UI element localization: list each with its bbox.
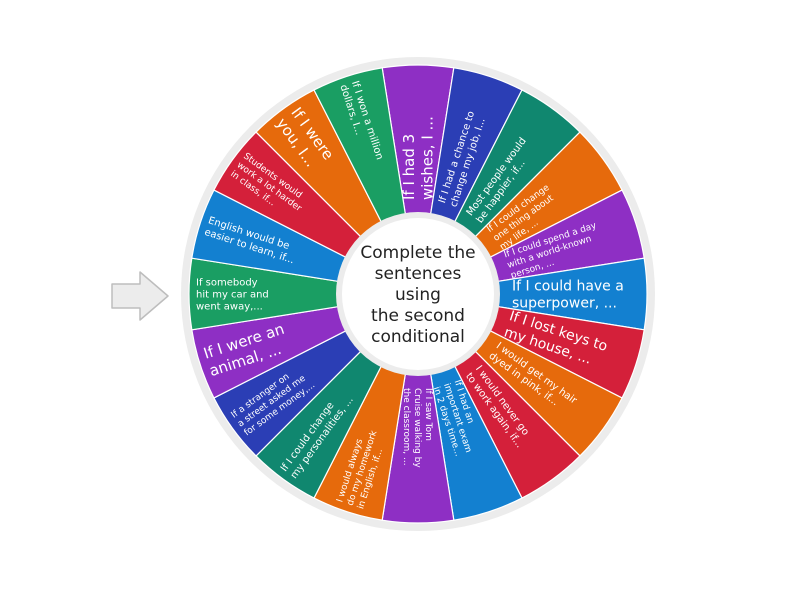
wheel-segment-label: If I saw TomCruise walking bythe classro…: [401, 388, 433, 468]
wheel-center-title-line: sentences: [375, 264, 462, 284]
wheel-segment-label-line: hit my car and: [196, 290, 269, 301]
wheel-center-title-line: the second: [371, 306, 465, 326]
wheel-segment[interactable]: I would alwaysdo my homeworkin English, …: [313, 362, 407, 521]
wheel-segment[interactable]: If I won a milliondollars, I...: [313, 67, 407, 226]
wheel-center-title-line: Complete the: [360, 243, 475, 263]
wheel-segment-label-line: If somebody: [196, 277, 258, 288]
pointer-arrow-icon: [111, 271, 169, 321]
wheel-segment-label: If I had 3wishes, I ...: [400, 116, 436, 200]
wheel-segment-label-line: If I could have a: [512, 278, 624, 294]
wheel-hub[interactable]: [342, 218, 494, 370]
wheel-segment-label-line: went away,...: [196, 302, 263, 313]
wheel-segment-label-line: Cruise walking by: [412, 388, 422, 468]
wheel-center-title-line: using: [395, 285, 441, 305]
wheel-segment[interactable]: If I were ananimal, ...: [191, 305, 350, 399]
wheel-segment-label-line: If I saw Tom: [423, 388, 433, 441]
wheel-segment[interactable]: Students wouldwork a lot harderin class,…: [213, 131, 364, 260]
wheel-segment-label-line: the classroom, ...: [401, 388, 411, 466]
wheel-center-title-line: conditional: [371, 327, 465, 347]
wheel-segment-label-line: If I had 3: [400, 134, 418, 200]
wheel-segment[interactable]: English would beeasier to learn, if...: [191, 189, 350, 283]
wheel-segment-label-line: wishes, I ...: [418, 116, 436, 200]
wheel-segment-label-line: superpower, ...: [512, 295, 617, 311]
wheel-segment-slice: [313, 67, 407, 226]
